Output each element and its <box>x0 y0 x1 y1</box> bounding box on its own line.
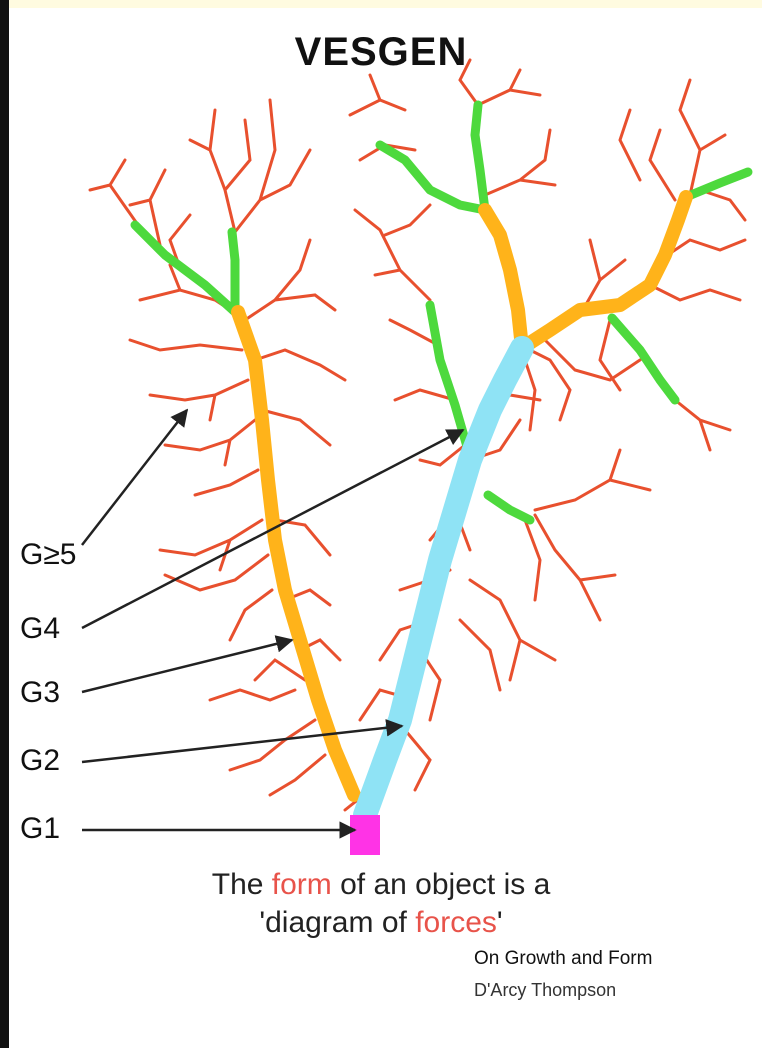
quote-text: The <box>212 868 272 901</box>
label-g4: G4 <box>20 612 60 646</box>
label-g5: G≥5 <box>20 538 76 572</box>
g1-root <box>350 815 380 855</box>
citation-book: On Growth and Form <box>474 948 652 970</box>
arrow-g2 <box>82 726 402 762</box>
arrow-g5 <box>82 410 187 545</box>
quote-highlight-forces: forces <box>415 906 497 939</box>
diagram-title: VESGEN <box>0 30 762 75</box>
quote-text: 'diagram of <box>259 906 415 939</box>
quote-highlight-form: form <box>272 868 332 901</box>
label-g2: G2 <box>20 744 60 778</box>
citation-author: D'Arcy Thompson <box>474 980 616 1001</box>
quote-line-2: 'diagram of forces' <box>0 906 762 940</box>
arrow-g3 <box>82 640 292 692</box>
label-g3: G3 <box>20 676 60 710</box>
label-g1: G1 <box>20 812 60 846</box>
quote-text: of an object is a <box>332 868 550 901</box>
quote-line-1: The form of an object is a <box>0 868 762 902</box>
g2-vessel <box>365 348 522 815</box>
quote-text: ' <box>497 906 503 939</box>
